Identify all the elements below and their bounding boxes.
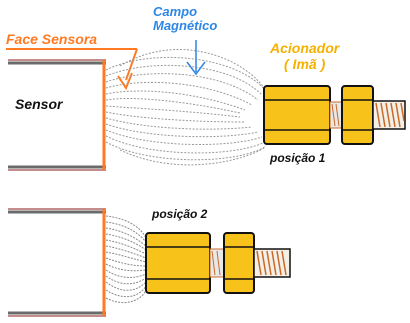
label-acionador-line2: ( Imã ) [284,56,326,72]
label-acionador-line1: Acionador [270,40,340,56]
label-campo-line1: Campo [153,4,198,19]
sensor-body-top [8,59,106,171]
label-campo-magnetico: Campo Magnético [153,5,217,33]
face-sensora-pointer [6,48,138,91]
label-acionador: Acionador ( Imã ) [270,40,339,72]
label-campo-line2: Magnético [153,18,218,33]
label-face-sensora: Face Sensora [6,31,98,47]
label-sensor: Sensor [15,96,63,112]
sensor-body-bottom [8,208,106,317]
actuator-position-2 [145,232,291,294]
label-posicao-2: posição 2 [152,207,208,221]
campo-pointer [186,40,206,76]
magnetic-field-top [105,49,267,166]
label-posicao-1: posição 1 [270,151,326,165]
actuator-position-1 [263,85,406,145]
magnetic-field-bottom [105,215,147,303]
